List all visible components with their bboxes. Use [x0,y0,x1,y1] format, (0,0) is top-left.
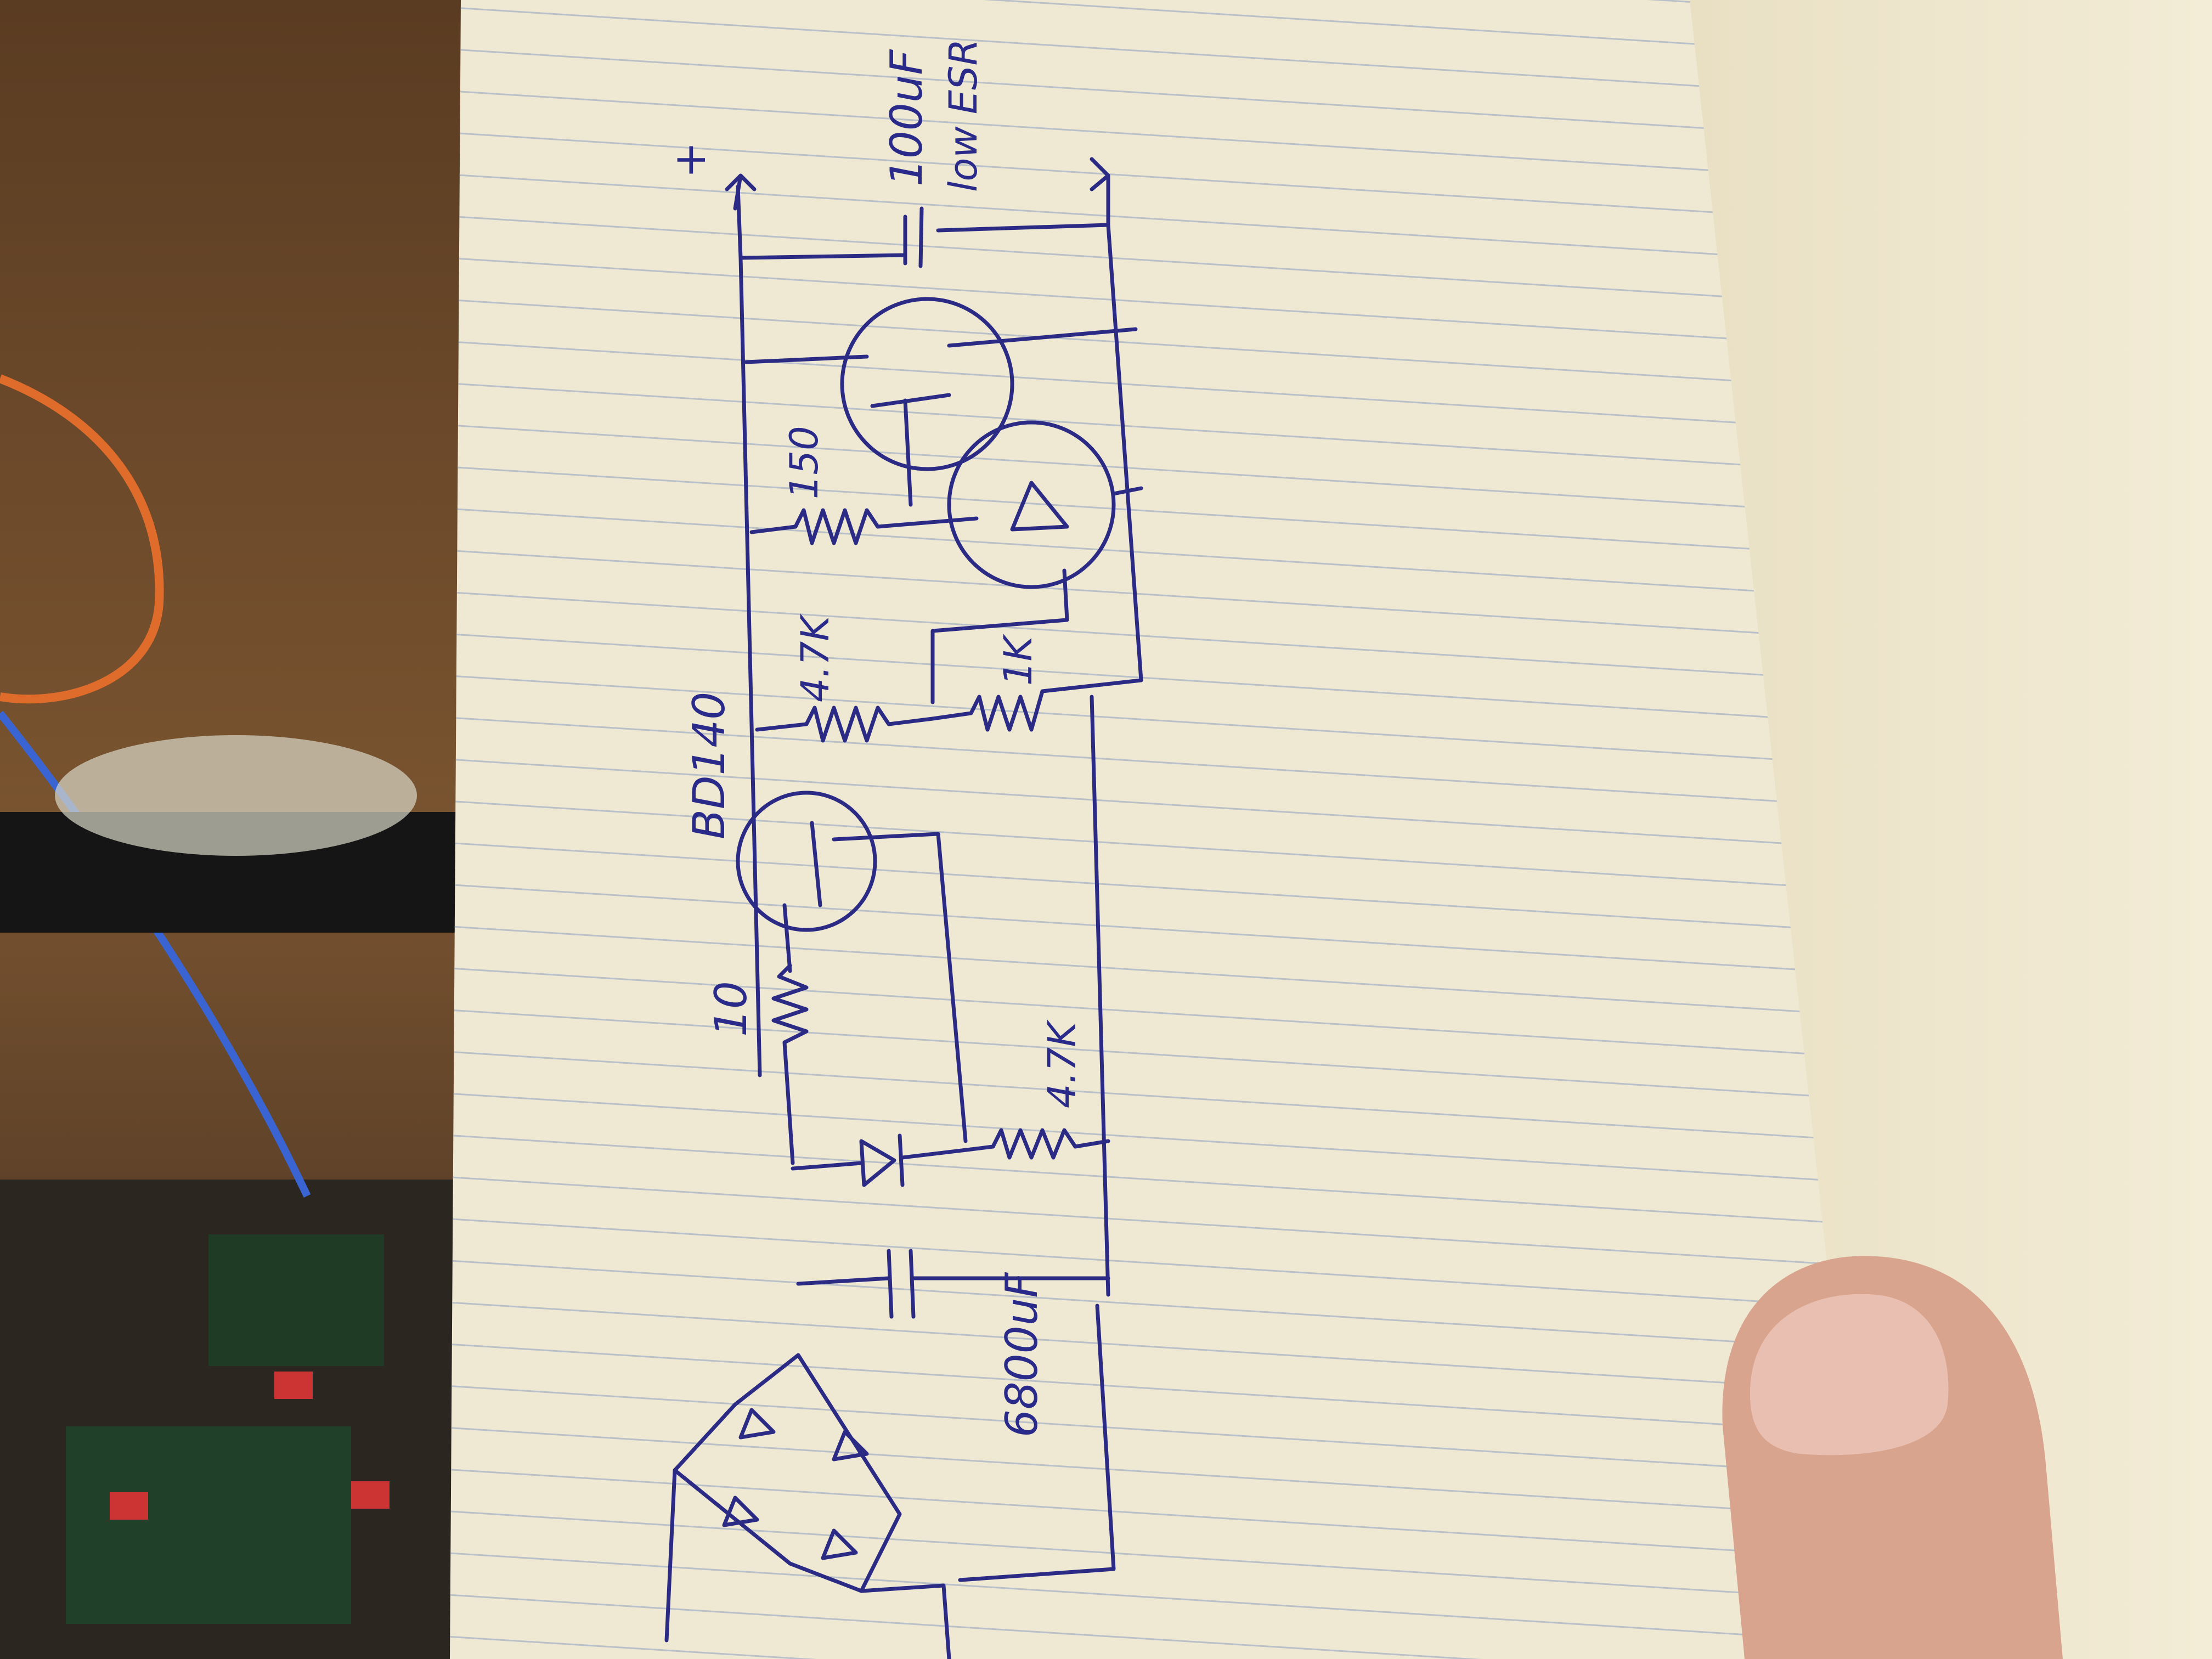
q2-triangle [1010,481,1069,532]
label-plus: + [664,142,715,178]
bridge-d1 [738,1408,776,1440]
bd140-collector [832,832,968,1143]
q1-lead [903,398,913,507]
red-component-2 [351,1481,390,1509]
label-10: 10 [706,981,757,1037]
schematic [664,157,1143,1659]
resistor-4k7-bottom [969,1128,1110,1160]
q2-lead [930,568,1069,704]
right-feed [1090,678,1143,688]
bd140-base [810,821,822,907]
resistor-10 [771,963,809,1165]
resistor-150 [749,508,979,545]
left-rail [738,256,762,1077]
white-cloth [55,735,417,856]
cap-in-minus [958,1304,1116,1582]
minus-arrow [1090,157,1110,191]
red-component-1 [274,1372,313,1399]
diode-1 [791,1133,973,1187]
label-4k7-bottom: 4.7K [1040,1019,1085,1108]
label-150: 150 [782,426,827,499]
thumbnail [1750,1294,1949,1455]
down-wire [1090,695,1110,1297]
label-6800uf: 6800uF [996,1272,1047,1437]
resistor-4k7-top [755,706,935,743]
cap-in [796,1249,1110,1319]
bridge-d4 [821,1528,858,1560]
q1-collector [947,327,1138,348]
ac-in-2 [859,1583,951,1659]
q2-right [1111,486,1143,496]
bridge-d3 [722,1496,759,1527]
label-1k: 1K [996,633,1041,686]
label-100uf: 100uF [881,49,932,187]
circuit-board-1 [208,1234,384,1366]
transistor-q1 [840,297,1014,471]
ac-in-1 [664,1468,677,1643]
right-rail [1106,223,1143,682]
page-ruled-lines [450,0,1827,1659]
q1-base-bar [870,393,951,408]
bd140-emitter [782,903,792,973]
cap-out-plate-2 [918,206,924,268]
orange-cable [0,374,164,704]
q1-emitter [744,354,869,364]
red-component-3 [110,1492,148,1520]
label-low-esr: low ESR [941,39,986,192]
transistor-bd140 [736,791,877,932]
label-4k7-top: 4.7K [793,613,838,702]
label-bd140: BD140 [684,692,735,839]
bridge-rectifier [673,1353,902,1593]
bridge-d2 [832,1430,869,1462]
circuit-board-2 [66,1426,351,1624]
resistor-1k [930,684,1094,732]
transistor-q2 [947,420,1116,589]
